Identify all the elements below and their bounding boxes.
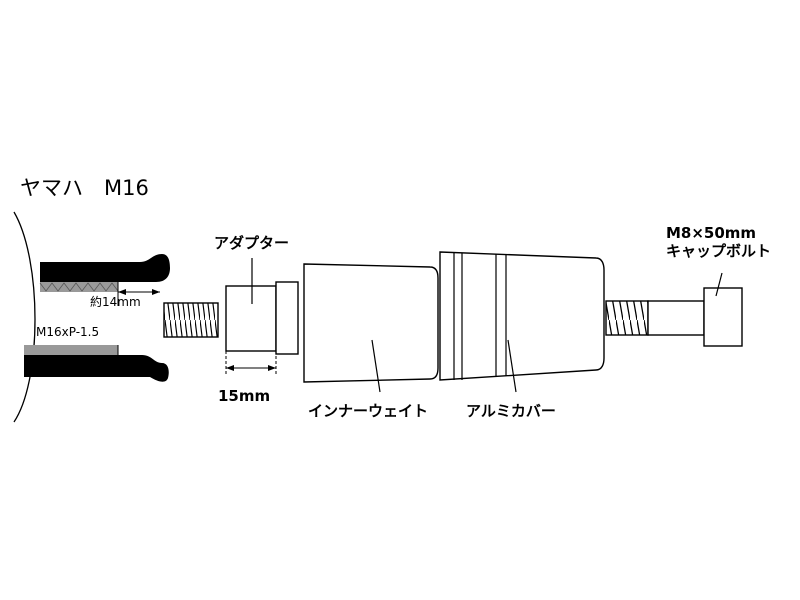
bolt-shank <box>647 300 705 336</box>
internal-thread-lower <box>24 345 118 355</box>
diagram-title: ヤマハ M16 <box>20 176 149 200</box>
adapter-width-label: 15mm <box>218 387 270 405</box>
bar-wall-upper <box>40 254 170 282</box>
adapter-thread <box>163 302 219 338</box>
handlebar-section <box>13 211 170 423</box>
bolt-size-label: M8×50mm <box>666 224 756 242</box>
bar-wall-lower <box>24 355 169 382</box>
adapter-body <box>225 285 277 352</box>
alu-cover-part <box>439 251 605 393</box>
cap-bolt-part <box>605 272 743 347</box>
alu-cover-body <box>439 251 605 381</box>
bolt-name-label: キャップボルト <box>666 242 771 260</box>
inner-weight-part <box>303 263 439 393</box>
adapter-part <box>163 258 299 374</box>
adapter-flange <box>275 281 299 355</box>
bolt-thread <box>605 300 649 336</box>
thread-depth-label: 約14mm <box>90 294 141 309</box>
bolt-head <box>703 287 743 347</box>
inner-weight-body <box>303 263 439 383</box>
adapter-label: アダプター <box>214 234 289 252</box>
thread-spec-label: M16xP-1.5 <box>36 325 99 339</box>
alu-cover-label: アルミカバー <box>466 402 556 420</box>
inner-weight-label: インナーウェイト <box>308 402 428 420</box>
